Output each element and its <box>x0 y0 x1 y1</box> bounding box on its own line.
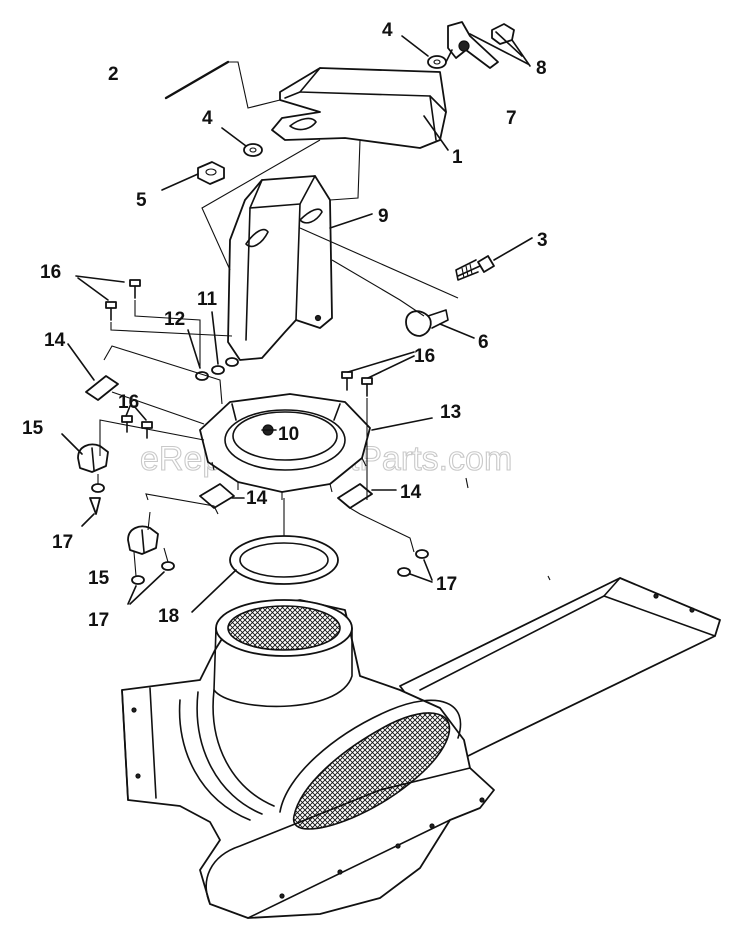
callout-7: 7 <box>506 108 517 129</box>
part-17-nut-a <box>91 483 105 493</box>
part-18-gasket <box>229 535 339 585</box>
callout-15-upper: 15 <box>22 418 44 439</box>
callout-13: 13 <box>440 402 461 423</box>
part-14-clip-c <box>337 483 373 509</box>
callout-1: 1 <box>452 147 463 168</box>
callout-9: 9 <box>378 206 389 227</box>
part-17-nut-c <box>161 561 175 571</box>
callout-14-right: 14 <box>400 482 422 503</box>
callout-17-right: 17 <box>436 574 457 595</box>
part-14-clip-a <box>85 375 119 401</box>
part-8-knob <box>491 23 515 45</box>
leader-lines <box>61 31 551 613</box>
part-4-washer-top <box>427 55 447 69</box>
part-15-latch-b <box>127 525 159 555</box>
part-16-bolt-e <box>121 415 133 433</box>
callout-8: 8 <box>536 58 547 79</box>
part-17-nut-d <box>415 549 429 559</box>
callout-18: 18 <box>158 606 179 627</box>
part-15-latch-a <box>77 443 109 473</box>
part-17-pin-a <box>89 497 101 515</box>
callout-4-left: 4 <box>202 108 213 129</box>
callout-16-top-left: 16 <box>40 262 61 283</box>
part-11-nut-b <box>225 357 239 367</box>
part-5-nut <box>197 161 225 185</box>
part-13-ring <box>199 393 371 500</box>
part-4-washer-left <box>243 143 263 157</box>
callout-labels: 1 2 3 4 4 5 6 7 8 9 10 11 12 13 14 14 14… <box>22 20 548 631</box>
part-9-chute <box>227 175 333 361</box>
part-3-bolt <box>455 255 495 281</box>
callout-15-lower: 15 <box>88 568 110 589</box>
part-1-deflector <box>271 67 447 149</box>
part-11-nut <box>211 365 225 375</box>
blower-housing <box>121 577 721 919</box>
part-16-bolt-a <box>129 279 141 299</box>
part-14-clip-b <box>199 483 235 509</box>
callout-16-right: 16 <box>414 346 435 367</box>
part-16-bolt-d <box>361 377 373 397</box>
callout-14-middle: 14 <box>246 488 268 509</box>
callout-4-top: 4 <box>382 20 393 41</box>
callout-17-bottom: 17 <box>88 610 109 631</box>
part-16-bolt-c <box>341 371 353 391</box>
callout-11: 11 <box>197 289 218 310</box>
part-17-nut-e <box>397 567 411 577</box>
part-2-pin <box>164 60 230 100</box>
callout-3: 3 <box>537 230 548 251</box>
callout-2: 2 <box>108 64 119 85</box>
part-17-nut-b <box>131 575 145 585</box>
part-16-bolt-b <box>105 301 117 321</box>
callout-14-top-left: 14 <box>44 330 66 351</box>
callout-5: 5 <box>136 190 147 211</box>
callout-17-left: 17 <box>52 532 73 553</box>
callout-16-middle: 16 <box>118 392 139 413</box>
callout-6: 6 <box>478 332 489 353</box>
part-6-knob <box>405 309 449 337</box>
part-16-bolt-f <box>141 421 153 439</box>
callout-10: 10 <box>278 424 299 445</box>
callout-12: 12 <box>164 309 185 330</box>
